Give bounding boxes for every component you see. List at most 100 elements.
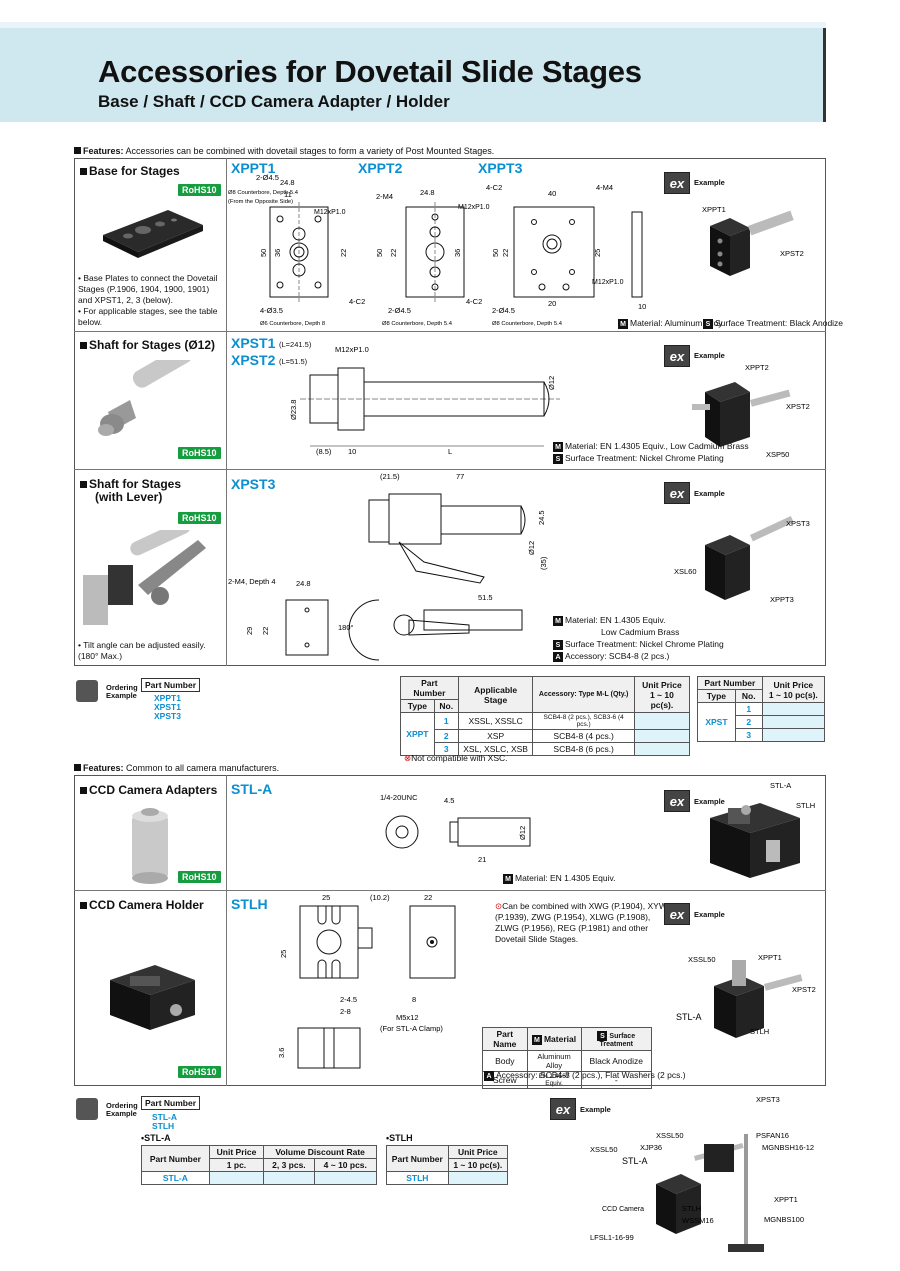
- label: XPST2: [792, 985, 816, 994]
- dim: Ø6 Counterbore, Depth 8: [260, 321, 325, 327]
- dim: L: [448, 447, 452, 456]
- example-icon: ex: [664, 482, 690, 504]
- label: XPPT3: [770, 595, 794, 604]
- dim: Ø12: [518, 826, 527, 840]
- dim: (10.2): [370, 893, 390, 902]
- dim: 11: [284, 190, 292, 199]
- label: STLH: [796, 801, 815, 810]
- example-label: Example: [694, 910, 725, 919]
- dim: 4-C2: [349, 297, 365, 306]
- compat-note: ⊗Not compatible with XSC.: [404, 753, 508, 763]
- rohs-badge: RoHS10: [178, 184, 221, 196]
- features-line-2: Features: Common to all camera manufactu…: [74, 763, 279, 773]
- label: STL-A: [622, 1156, 648, 1166]
- dim: 21: [478, 855, 486, 864]
- dim: M12xP1.0: [314, 209, 346, 216]
- ordering-icon: [76, 1098, 98, 1120]
- shaft-photo: [98, 360, 193, 436]
- lever-drawing: (21.5) 77 24.5 Ø12 (35) 2-M4, Depth 4 24…: [228, 472, 548, 661]
- example-icon: ex: [664, 345, 690, 367]
- page-subtitle: Base / Shaft / CCD Camera Adapter / Hold…: [98, 92, 450, 111]
- example-label: Example: [694, 797, 725, 806]
- example-label: Example: [694, 178, 725, 187]
- dim: 8: [412, 995, 416, 1004]
- code-stl-a: STL-A: [231, 781, 273, 797]
- code-xpst3: XPST3: [231, 476, 276, 492]
- holder-drawing: 25 (10.2) 22 38 25 2-4.5 2-8 8 M5x12 (Fo…: [270, 893, 456, 1069]
- dim: 4-C2: [486, 183, 502, 192]
- dim: 2-Ø4.5: [388, 306, 411, 315]
- lever-example-photo: XPST3 XSL60 XPPT3: [674, 515, 810, 604]
- code-xpst2: XPST2: [231, 352, 276, 368]
- dim: (35): [539, 556, 548, 570]
- holder-section-title: CCD Camera Holder: [80, 898, 204, 912]
- rohs-badge: RoHS10: [178, 871, 221, 883]
- code-xpst1: XPST1: [231, 335, 276, 351]
- divider: [226, 775, 227, 1086]
- shaft-example-photo: XPPT2 XPST2 XSP50: [692, 363, 810, 459]
- label: XSSL50: [590, 1145, 618, 1154]
- dim: 22: [339, 249, 348, 257]
- divider: [226, 158, 227, 666]
- dim: (8.5): [316, 447, 332, 456]
- header-band: [0, 22, 826, 122]
- example-icon: ex: [664, 790, 690, 812]
- label: XPPT1: [774, 1195, 798, 1204]
- dim: (From the Opposite Side): [228, 199, 293, 205]
- label: XJP36: [640, 1143, 662, 1152]
- base-plate-photo: [103, 210, 203, 258]
- code-stlh: STLH: [231, 896, 268, 912]
- dim: 2-Ø4.5: [256, 173, 279, 182]
- dim: 25: [322, 893, 330, 902]
- label: XSSL50: [688, 955, 716, 964]
- label: MGNBS100: [764, 1215, 804, 1224]
- dim: 25: [593, 249, 602, 257]
- xppt1-drawing: 2-Ø4.5 24.8 11 Ø8 Counterbore, Depth 5.4…: [228, 173, 365, 327]
- label: STL-A: [676, 1012, 702, 1022]
- label: STL-A: [770, 781, 791, 790]
- lever-photo: [83, 530, 206, 625]
- dim: Ø12: [547, 376, 556, 390]
- dim: Ø23.8: [289, 400, 298, 420]
- adapter-section-title: CCD Camera Adapters: [80, 783, 217, 797]
- lever-material-2: Low Cadmium Brass: [601, 627, 680, 637]
- dim: 10: [638, 302, 646, 311]
- dim: 24.8: [280, 178, 295, 187]
- example-icon: ex: [664, 903, 690, 925]
- dim: M12xP1.0: [458, 204, 490, 211]
- xpst2-length: (L=51.5): [279, 357, 308, 366]
- dim: 24.5: [537, 510, 546, 525]
- lever-note: • Tilt angle can be adjusted easily. (18…: [78, 640, 206, 661]
- rohs-badge: RoHS10: [178, 1066, 221, 1078]
- xppt-price-table: Part Number Applicable Stage Accessory: …: [400, 676, 691, 756]
- label: LFSL1-16-99: [590, 1233, 634, 1242]
- dim: 36: [453, 249, 462, 257]
- dim: 77: [456, 472, 464, 481]
- stlh-caption: •STLH: [386, 1133, 413, 1143]
- label: XSSL50: [656, 1131, 684, 1140]
- code-xppt3: XPPT3: [478, 160, 523, 176]
- dim: 50: [259, 249, 268, 257]
- label: XPPT1: [702, 205, 726, 214]
- label: XSP50: [766, 450, 789, 459]
- label: PSFAN16: [756, 1131, 789, 1140]
- label: XPST2: [780, 249, 804, 258]
- rohs-badge: RoHS10: [178, 447, 221, 459]
- dim: (21.5): [380, 472, 400, 481]
- label: XPST2: [786, 402, 810, 411]
- label: STLH: [682, 1204, 701, 1213]
- dim: Ø8 Counterbore, Depth 5.4: [492, 321, 563, 327]
- dim: 50: [491, 249, 500, 257]
- dim: 36: [273, 249, 282, 257]
- dim: 180°: [338, 623, 354, 632]
